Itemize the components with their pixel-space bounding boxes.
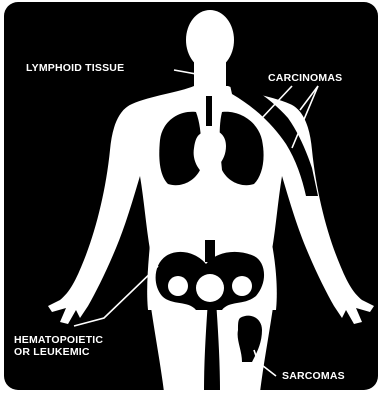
pelvic-opening <box>196 274 224 302</box>
head <box>186 10 234 70</box>
right-hip-joint <box>232 276 252 296</box>
carcinomas-label: CARCINOMAS <box>268 72 342 84</box>
trachea <box>206 96 212 126</box>
left-hip-joint <box>168 276 188 296</box>
hematopoietic-label-line2: OR LEUKEMIC <box>14 346 90 358</box>
lymphoid-tissue-label: LYMPHOID TISSUE <box>26 62 124 74</box>
hematopoietic-label-line1: HEMATOPOIETIC <box>14 334 103 346</box>
sarcomas-label: SARCOMAS <box>282 370 345 382</box>
spine <box>205 240 215 262</box>
